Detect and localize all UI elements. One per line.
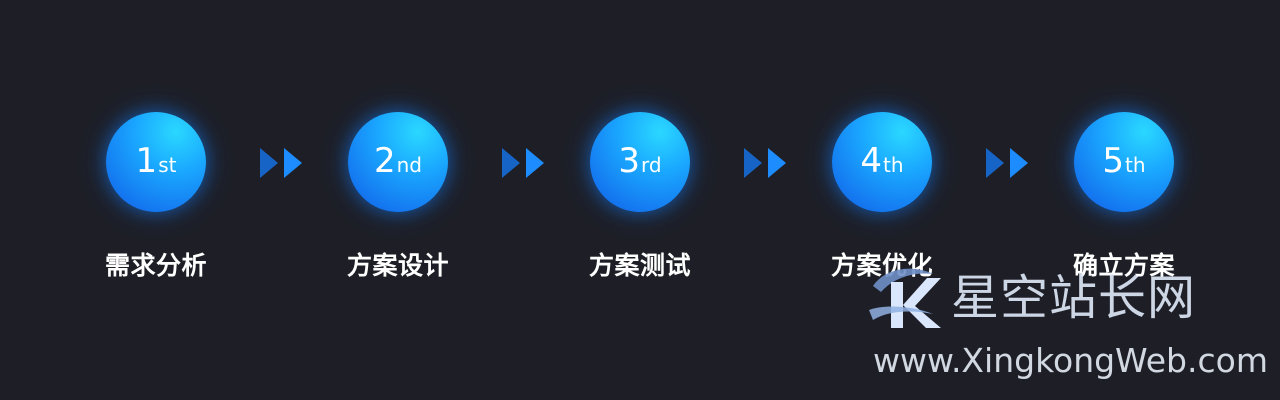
step-3-number: 3 — [618, 141, 641, 181]
xingkong-logo-icon — [869, 268, 941, 328]
chevron-back-icon — [502, 148, 520, 178]
step-1-number: 1 — [135, 141, 158, 181]
step-4-number: 4 — [860, 141, 883, 181]
step-5-suffix: th — [1125, 153, 1146, 177]
chevron-back-icon — [260, 148, 278, 178]
step-3-suffix: rd — [641, 153, 662, 177]
double-chevron-right-icon — [744, 148, 786, 178]
double-chevron-right-icon — [986, 148, 1028, 178]
chevron-front-icon — [768, 148, 786, 178]
double-chevron-right-icon — [260, 148, 302, 178]
step-4-label: 方案优化 — [830, 251, 933, 280]
chevron-back-icon — [986, 148, 1004, 178]
step-2-label: 方案设计 — [346, 251, 449, 280]
step-3-label: 方案测试 — [588, 251, 691, 280]
chevron-back-icon — [744, 148, 762, 178]
watermark-name: 星空站长网 — [951, 270, 1197, 326]
step-1-label: 需求分析 — [104, 251, 207, 280]
step-5-label: 确立方案 — [1072, 251, 1175, 280]
watermark: 星空站长网 www.XingkongWeb.com — [865, 262, 1275, 392]
step-4-suffix: th — [883, 153, 904, 177]
step-1-suffix: st — [158, 153, 177, 177]
watermark-url: www.XingkongWeb.com — [873, 341, 1268, 380]
chevron-front-icon — [1010, 148, 1028, 178]
step-2-number: 2 — [373, 141, 396, 181]
step-5-number: 5 — [1102, 141, 1125, 181]
step-2-suffix: nd — [396, 153, 422, 177]
chevron-front-icon — [284, 148, 302, 178]
chevron-front-icon — [526, 148, 544, 178]
double-chevron-right-icon — [502, 148, 544, 178]
